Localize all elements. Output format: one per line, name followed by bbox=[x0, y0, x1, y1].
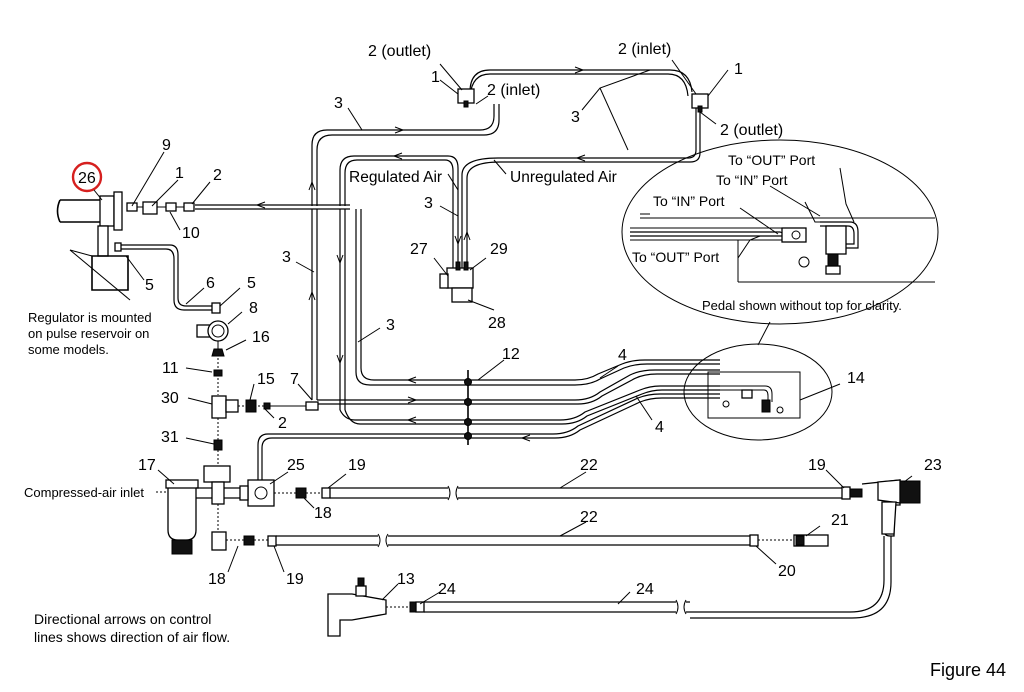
callout-4: 4 bbox=[618, 347, 627, 364]
callout-19: 19 bbox=[286, 571, 304, 588]
callout-1: 1 bbox=[175, 165, 184, 182]
manifold-lines bbox=[257, 359, 720, 485]
pedal-detail-large bbox=[621, 139, 939, 346]
arrows-note-line-2: lines shows direction of air flow. bbox=[34, 629, 230, 645]
callout-3: 3 bbox=[424, 195, 433, 212]
figure-label: Figure 44 bbox=[930, 660, 1006, 680]
tee-assembly bbox=[211, 395, 319, 470]
callout-2-inlet-right: 2 (inlet) bbox=[618, 41, 671, 58]
to-out-port-label-2: To “OUT” Port bbox=[632, 249, 719, 265]
callout-31: 31 bbox=[161, 429, 179, 446]
callout-28: 28 bbox=[488, 315, 506, 332]
filter-assembly bbox=[156, 465, 331, 555]
callout-19: 19 bbox=[808, 457, 826, 474]
callout-15: 15 bbox=[257, 371, 275, 388]
callout-3: 3 bbox=[282, 249, 291, 266]
callout-25: 25 bbox=[287, 457, 305, 474]
callout-1: 1 bbox=[734, 61, 743, 78]
callout-20: 20 bbox=[778, 563, 796, 580]
callout-18: 18 bbox=[208, 571, 226, 588]
regulated-air-label: Regulated Air bbox=[349, 169, 442, 186]
callout-3: 3 bbox=[571, 109, 580, 126]
callout-6: 6 bbox=[206, 275, 215, 292]
callout-2-inlet-left: 2 (inlet) bbox=[487, 82, 540, 99]
callout-4: 4 bbox=[655, 419, 664, 436]
callout-9: 9 bbox=[162, 137, 171, 154]
to-out-port-label-1: To “OUT” Port bbox=[728, 152, 815, 168]
valve-assembly bbox=[439, 261, 474, 303]
callout-23: 23 bbox=[924, 457, 942, 474]
callout-2: 2 bbox=[213, 167, 222, 184]
regulator-mount bbox=[56, 191, 221, 314]
callout-16: 16 bbox=[252, 329, 270, 346]
to-in-port-label-1: To “IN” Port bbox=[716, 172, 788, 188]
arrows-note-line-1: Directional arrows on control bbox=[34, 611, 211, 627]
callout-11: 11 bbox=[162, 360, 179, 377]
highlight-circle-26 bbox=[71, 161, 103, 193]
flow-arrows bbox=[255, 66, 586, 442]
callout-17: 17 bbox=[138, 457, 156, 474]
callout-3: 3 bbox=[386, 317, 395, 334]
callout-13: 13 bbox=[397, 571, 415, 588]
pedal-note: Pedal shown without top for clarity. bbox=[702, 298, 902, 313]
callout-3: 3 bbox=[334, 95, 343, 112]
callout-8: 8 bbox=[249, 300, 258, 317]
callout-24: 24 bbox=[636, 581, 654, 598]
compressed-air-inlet-label: Compressed-air inlet bbox=[24, 485, 144, 500]
to-in-port-label-2: To “IN” Port bbox=[653, 193, 725, 209]
hose-22-upper bbox=[330, 485, 863, 501]
callout-12: 12 bbox=[502, 346, 520, 363]
callout-22: 22 bbox=[580, 509, 598, 526]
air-gun bbox=[690, 479, 921, 619]
callout-2-outlet-right: 2 (outlet) bbox=[720, 122, 783, 139]
regulator-note-line-1: Regulator is mounted bbox=[28, 310, 152, 325]
gauge-assembly bbox=[196, 320, 229, 395]
callout-19: 19 bbox=[348, 457, 366, 474]
callout-5: 5 bbox=[247, 275, 256, 292]
top-tees bbox=[457, 88, 709, 113]
callout-26: 26 bbox=[78, 170, 96, 187]
callout-5: 5 bbox=[145, 277, 154, 294]
callout-2: 2 bbox=[278, 415, 287, 432]
callout-labels: 26 9 1 2 10 5 6 5 8 16 11 15 30 7 2 31 1… bbox=[78, 41, 942, 598]
upper-tubing bbox=[195, 69, 701, 410]
hose-22-lower bbox=[276, 533, 829, 548]
callout-22: 22 bbox=[580, 457, 598, 474]
callout-27: 27 bbox=[410, 241, 428, 258]
nozzle-13 bbox=[327, 577, 690, 637]
callout-21: 21 bbox=[831, 512, 849, 529]
callout-10: 10 bbox=[182, 225, 200, 242]
pedal-detail-small bbox=[683, 343, 833, 441]
regulator-note-line-3: some models. bbox=[28, 342, 109, 357]
text-labels: Regulated Air Unregulated Air To “OUT” P… bbox=[24, 152, 1006, 680]
callout-18: 18 bbox=[314, 505, 332, 522]
callout-14: 14 bbox=[847, 370, 865, 387]
callout-29: 29 bbox=[490, 241, 508, 258]
callout-24: 24 bbox=[438, 581, 456, 598]
callout-1: 1 bbox=[431, 69, 440, 86]
unregulated-air-label: Unregulated Air bbox=[510, 169, 617, 186]
regulator-note-line-2: on pulse reservoir on bbox=[28, 326, 149, 341]
callout-30: 30 bbox=[161, 390, 179, 407]
callout-7: 7 bbox=[290, 371, 299, 388]
callout-2-outlet-top: 2 (outlet) bbox=[368, 43, 431, 60]
leader-lines bbox=[125, 59, 913, 605]
